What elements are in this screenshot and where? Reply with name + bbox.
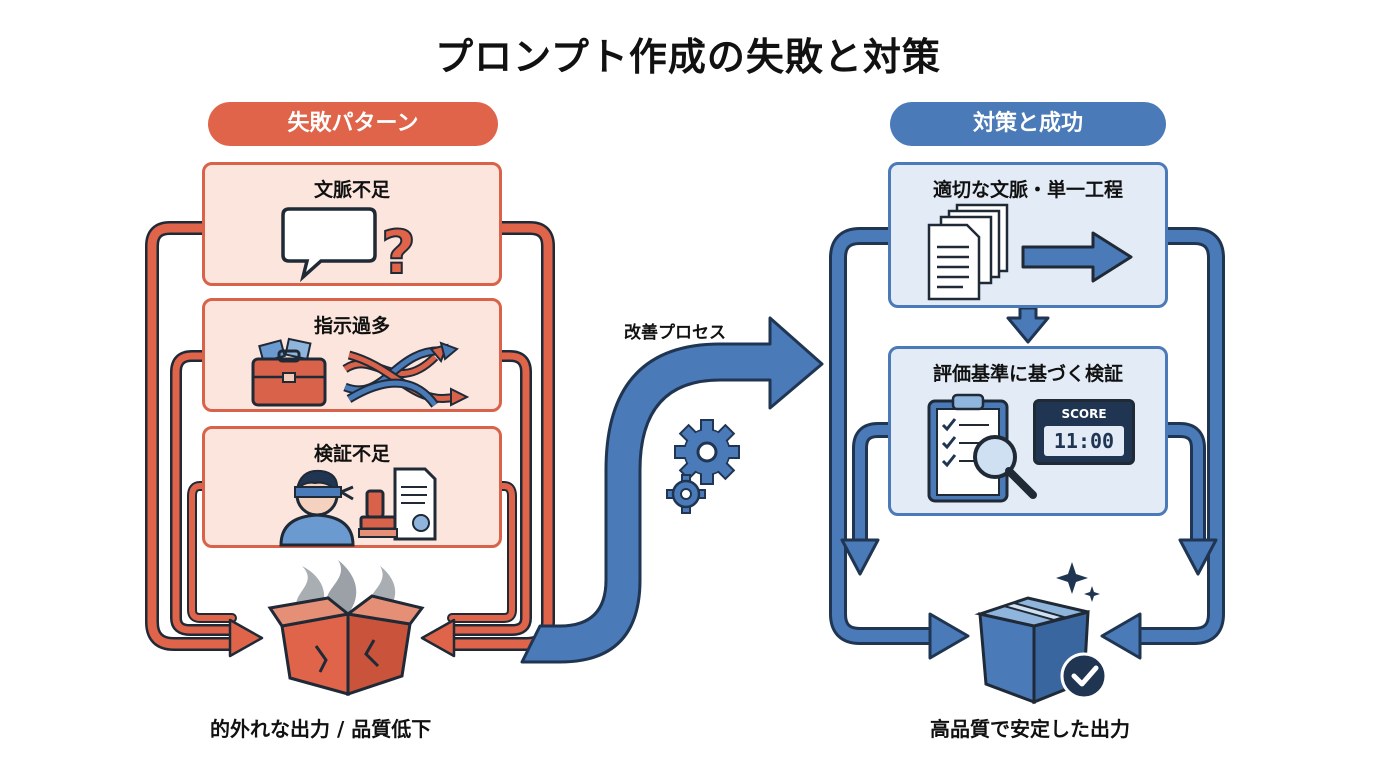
failure-item-label: 検証不足 — [313, 443, 390, 465]
success-item-label: 評価基準に基づく検証 — [932, 363, 1123, 385]
failure-arrowheads — [228, 618, 456, 658]
speech-bubble-question-icon: ? — [281, 207, 417, 283]
success-arrowheads — [840, 306, 1218, 660]
failure-header: 失敗パターン — [208, 102, 498, 146]
process-arrow — [520, 316, 824, 664]
page-title: プロンプト作成の失敗と対策 — [435, 35, 941, 79]
process-label: 改善プロセス — [624, 323, 726, 343]
success-result-text: 高品質で安定した出力 — [930, 717, 1130, 741]
broken-box-icon — [267, 560, 425, 697]
blindfolded-person-stamp-icon — [279, 467, 437, 547]
scoreboard: SCORE 11:00 — [1033, 399, 1135, 465]
success-loop-arrows — [829, 227, 1225, 645]
scoreboard-value: 11:00 — [1044, 426, 1124, 456]
svg-text:?: ? — [381, 218, 416, 283]
sealed-box-check-icon — [974, 562, 1108, 705]
briefcase-tangled-arrows-icon — [251, 337, 470, 408]
clipboard-magnifier-icon — [927, 393, 1037, 503]
failure-item-overload: 指示過多 — [202, 298, 502, 412]
gear-icon — [666, 419, 740, 514]
success-item-label: 適切な文脈・単一工程 — [932, 179, 1123, 201]
failure-item-label: 指示過多 — [313, 315, 390, 337]
scoreboard-title: SCORE — [1061, 407, 1107, 421]
success-item-context: 適切な文脈・単一工程 — [888, 162, 1168, 308]
failure-result-text: 的外れな出力 / 品質低下 — [210, 717, 432, 741]
failure-item-context: 文脈不足 ? — [202, 162, 502, 286]
success-item-evaluation: 評価基準に基づく検証 SCORE 11:00 — [888, 346, 1168, 516]
failure-item-verification: 検証不足 — [202, 426, 502, 548]
success-header: 対策と成功 — [890, 102, 1166, 146]
documents-arrow-icon — [927, 203, 1133, 301]
failure-item-label: 文脈不足 — [313, 179, 390, 201]
